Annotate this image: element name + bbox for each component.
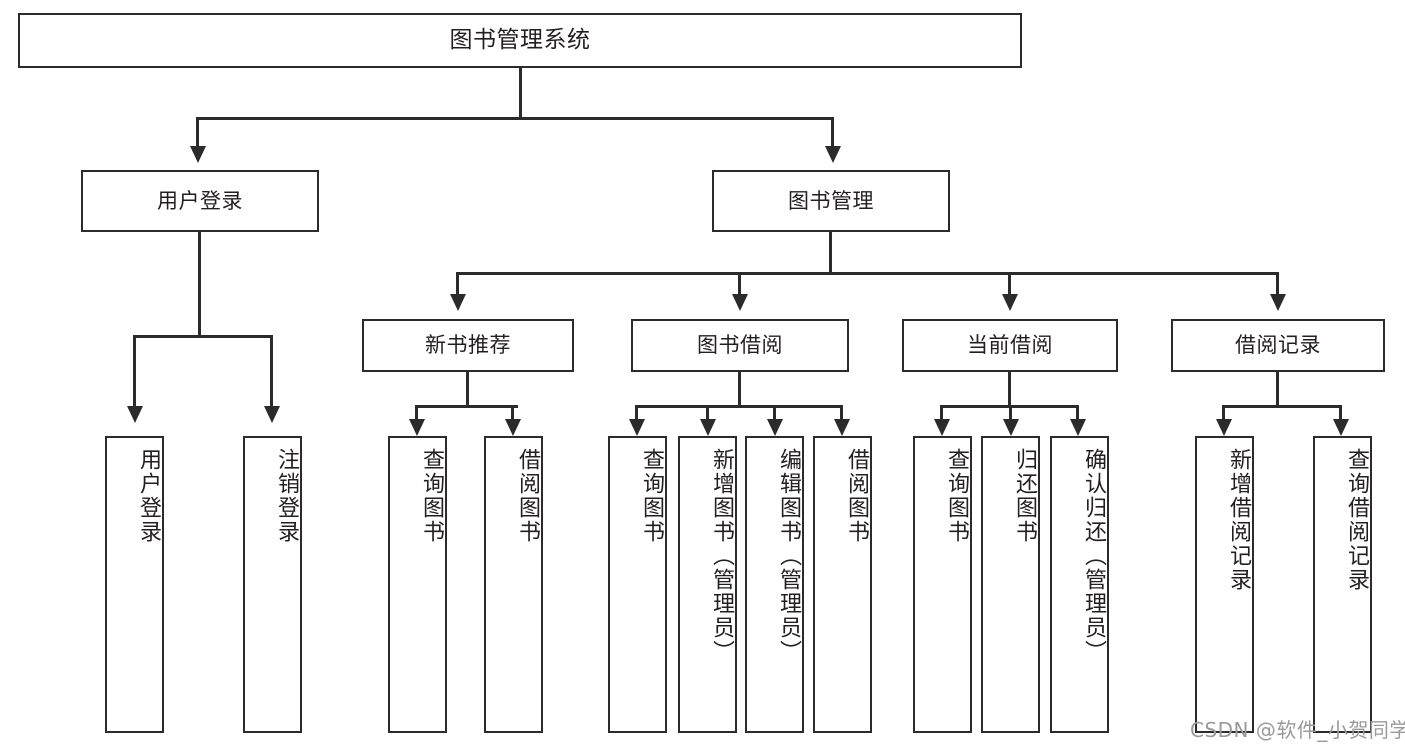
- leaf-bookborrow-borrow-book[interactable]: 借阅图书: [813, 436, 872, 733]
- node-label: 查询借阅记录: [1344, 448, 1369, 592]
- node-label: 图书管理系统: [449, 26, 591, 53]
- node-label: 新增图书（管理员）: [709, 448, 734, 664]
- connector-book-management-bar: [456, 272, 1279, 275]
- connector-current-borrow-stem: [1008, 372, 1011, 405]
- connector-bookborrow-to-leaf-4: [840, 405, 843, 423]
- connector-bm-to-borrow-record: [1276, 272, 1279, 296]
- node-label: 借阅图书: [515, 448, 540, 544]
- node-current-borrow[interactable]: 当前借阅: [902, 319, 1118, 372]
- leaf-borrowrecord-add-record[interactable]: 新增借阅记录: [1195, 436, 1254, 733]
- node-user-login[interactable]: 用户登录: [81, 170, 319, 232]
- leaf-bookborrow-add-book-admin[interactable]: 新增图书（管理员）: [678, 436, 737, 733]
- leaf-currentborrow-return-book[interactable]: 归还图书: [981, 436, 1040, 733]
- node-label: 注销登录: [274, 448, 299, 544]
- connector-borrowrecord-to-leaf-1: [1222, 405, 1225, 423]
- connector-user-login-bar: [133, 335, 273, 338]
- node-label: 借阅图书: [844, 448, 869, 544]
- csdn-watermark: CSDN @软件_小贺同学: [1190, 718, 1405, 742]
- connector-currentborrow-to-leaf-3: [1076, 405, 1079, 423]
- connector-bm-to-book-borrow: [738, 272, 741, 296]
- leaf-currentborrow-confirm-return-admin[interactable]: 确认归还（管理员）: [1050, 436, 1109, 733]
- connector-root-to-book-management: [831, 117, 834, 148]
- node-label: 图书借阅: [697, 333, 783, 358]
- leaf-newbook-borrow-book[interactable]: 借阅图书: [484, 436, 543, 733]
- node-label: 当前借阅: [967, 333, 1053, 358]
- connector-bm-to-new-book: [456, 272, 459, 296]
- arrowhead-bookborrow-leaf-1: [629, 419, 645, 436]
- arrowhead-user-login: [190, 146, 206, 163]
- node-label: 借阅记录: [1235, 333, 1321, 358]
- arrowhead-book-borrow: [732, 294, 748, 311]
- connector-newbook-to-leaf-1: [415, 405, 418, 423]
- arrowhead-borrowrecord-leaf-2: [1333, 419, 1349, 436]
- node-book-management[interactable]: 图书管理: [712, 170, 950, 232]
- connector-bookborrow-to-leaf-2: [706, 405, 709, 423]
- connector-book-borrow-bar: [635, 405, 843, 408]
- node-label: 新书推荐: [425, 333, 511, 358]
- connector-user-login-stem: [198, 232, 201, 335]
- leaf-borrowrecord-query-record[interactable]: 查询借阅记录: [1313, 436, 1372, 733]
- arrowhead-user-login-leaf-1: [127, 406, 143, 423]
- connector-user-login-to-leaf-2: [270, 335, 273, 408]
- arrowhead-book-management: [825, 146, 841, 163]
- connector-borrowrecord-to-leaf-2: [1339, 405, 1342, 423]
- node-book-borrow[interactable]: 图书借阅: [631, 319, 849, 372]
- arrowhead-borrow-record: [1270, 294, 1286, 311]
- connector-new-book-stem: [466, 372, 469, 405]
- node-root-book-management-system[interactable]: 图书管理系统: [18, 13, 1022, 68]
- connector-root-bar: [196, 117, 834, 120]
- arrowhead-borrowrecord-leaf-1: [1216, 419, 1232, 436]
- node-label: 用户登录: [136, 448, 161, 544]
- connector-root-stem: [519, 68, 522, 117]
- node-label: 新增借阅记录: [1226, 448, 1251, 592]
- leaf-user-login-login[interactable]: 用户登录: [105, 436, 164, 733]
- connector-book-borrow-stem: [738, 372, 741, 405]
- node-new-book-recommend[interactable]: 新书推荐: [362, 319, 574, 372]
- connector-bm-to-current-borrow: [1008, 272, 1011, 296]
- node-label: 查询图书: [639, 448, 664, 544]
- arrowhead-newbook-leaf-2: [505, 419, 521, 436]
- arrowhead-currentborrow-leaf-2: [1003, 419, 1019, 436]
- connector-book-management-stem: [829, 232, 832, 272]
- arrowhead-newbook-leaf-1: [409, 419, 425, 436]
- connector-bookborrow-to-leaf-1: [635, 405, 638, 423]
- arrowhead-currentborrow-leaf-1: [934, 419, 950, 436]
- node-label: 编辑图书（管理员）: [776, 448, 801, 664]
- node-label: 查询图书: [419, 448, 444, 544]
- arrowhead-bookborrow-leaf-2: [700, 419, 716, 436]
- arrowhead-user-login-leaf-2: [264, 406, 280, 423]
- node-label: 确认归还（管理员）: [1081, 448, 1106, 664]
- leaf-newbook-query-book[interactable]: 查询图书: [388, 436, 447, 733]
- leaf-bookborrow-edit-book-admin[interactable]: 编辑图书（管理员）: [745, 436, 804, 733]
- node-label: 图书管理: [788, 188, 874, 213]
- connector-newbook-to-leaf-2: [511, 405, 514, 423]
- connector-borrow-record-bar: [1222, 405, 1341, 408]
- node-label: 用户登录: [157, 188, 243, 213]
- leaf-user-login-logout[interactable]: 注销登录: [243, 436, 302, 733]
- connector-root-to-user-login: [196, 117, 199, 148]
- node-label: 归还图书: [1012, 448, 1037, 544]
- connector-bookborrow-to-leaf-3: [773, 405, 776, 423]
- node-label: 查询图书: [944, 448, 969, 544]
- connector-user-login-to-leaf-1: [133, 335, 136, 408]
- node-borrow-record[interactable]: 借阅记录: [1171, 319, 1385, 372]
- leaf-currentborrow-query-book[interactable]: 查询图书: [913, 436, 972, 733]
- connector-borrow-record-stem: [1276, 372, 1279, 405]
- arrowhead-bookborrow-leaf-3: [767, 419, 783, 436]
- arrowhead-currentborrow-leaf-3: [1070, 419, 1086, 436]
- arrowhead-current-borrow: [1002, 294, 1018, 311]
- connector-currentborrow-to-leaf-2: [1009, 405, 1012, 423]
- arrowhead-new-book-recommend: [450, 294, 466, 311]
- arrowhead-bookborrow-leaf-4: [834, 419, 850, 436]
- leaf-bookborrow-query-book[interactable]: 查询图书: [608, 436, 667, 733]
- connector-currentborrow-to-leaf-1: [940, 405, 943, 423]
- connector-new-book-bar: [415, 405, 518, 408]
